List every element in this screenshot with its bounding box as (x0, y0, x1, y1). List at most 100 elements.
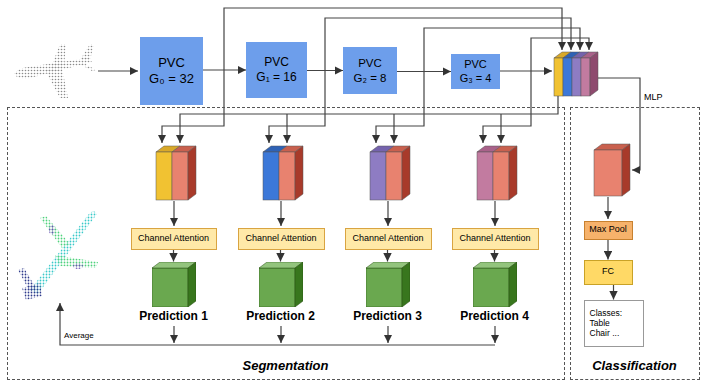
feature-stack (370, 146, 410, 200)
input-point-cloud (14, 44, 96, 98)
global-wire (393, 114, 394, 143)
box-label: Channel Attention (459, 233, 530, 244)
cube-side (509, 262, 517, 307)
slab (370, 152, 386, 200)
cube-icon (473, 262, 517, 307)
global-feature-stack (594, 144, 630, 196)
slab (263, 152, 279, 200)
feature-stack (156, 146, 196, 200)
feature-stack (263, 146, 303, 200)
slab (386, 152, 402, 200)
slab-side (622, 144, 630, 196)
global-wire (286, 114, 287, 143)
cube-front (152, 268, 188, 307)
engine-points (49, 225, 55, 235)
flow-arrow (280, 250, 281, 262)
top-feature-stack (554, 52, 598, 96)
slab-side (402, 146, 410, 200)
global-wire (180, 96, 558, 143)
tail-points (80, 44, 94, 60)
prediction-label: Prediction 3 (353, 309, 422, 323)
average-arrow (173, 326, 174, 343)
flow-arrow (494, 250, 495, 262)
average-arrow (494, 326, 495, 343)
slab (493, 152, 509, 200)
flow-arrow (173, 250, 174, 262)
average-arrow (280, 326, 281, 343)
fc-box: FC (584, 260, 633, 285)
cube-icon (152, 262, 196, 307)
box-label: Classes: Table Chair ... (590, 308, 623, 339)
cube-front (366, 268, 402, 307)
box-label: G₀ = 32 (149, 71, 194, 87)
prediction-cube: Prediction 2 (244, 262, 317, 324)
stack-arrow (494, 201, 495, 226)
box-label: G₂ = 8 (354, 71, 387, 85)
flow-arrow (307, 70, 343, 71)
region-title: Segmentation (243, 358, 329, 374)
annotation-label: Average (64, 331, 94, 341)
prediction-cube: Prediction 4 (458, 262, 531, 324)
slab-side (295, 146, 303, 200)
attention-box: Channel Attention (131, 228, 217, 250)
flow-arrow (607, 240, 608, 260)
slab (172, 152, 188, 200)
prediction-cube: Prediction 3 (351, 262, 424, 324)
slab (156, 152, 172, 200)
pool-box: Max Pool (584, 221, 633, 240)
cube-front (473, 268, 509, 307)
attention-box: Channel Attention (238, 228, 325, 250)
pvc-block: PVCG₀ = 32 (140, 37, 203, 105)
cube-icon (259, 262, 303, 307)
slab-side (509, 146, 517, 200)
slab-side (188, 146, 196, 200)
segmented-point-cloud (18, 211, 98, 300)
dashed-region: Classification Max PoolFC Classes: Table C… (570, 107, 700, 380)
stack-arrow (387, 201, 388, 226)
stack-arrow (280, 201, 281, 226)
wing-points (55, 255, 98, 268)
prediction-cube: Prediction 1 (137, 262, 210, 324)
slab-side (590, 52, 598, 96)
input-arrow (98, 70, 138, 71)
cube-side (402, 262, 410, 307)
box-label: Channel Attention (245, 233, 316, 244)
slab (572, 58, 581, 96)
classes-box: Classes: Table Chair ... (584, 300, 644, 347)
annotation-label: MLP (644, 92, 663, 103)
stack-arrow (173, 201, 174, 226)
cube-icon (366, 262, 410, 307)
flow-arrow (613, 285, 614, 300)
mlp-arrow (598, 78, 640, 170)
slab (581, 58, 590, 96)
pvc-block: PVCG₂ = 8 (343, 47, 397, 94)
box-label: PVC (264, 55, 289, 70)
attention-box: Channel Attention (452, 228, 539, 250)
tail-points (80, 62, 96, 71)
slab (279, 152, 295, 200)
prediction-label: Prediction 2 (246, 309, 315, 323)
cube-side (295, 262, 303, 307)
skip-wire (325, 18, 571, 71)
region-title: Classification (592, 358, 677, 374)
slab (594, 150, 622, 196)
slab (554, 58, 563, 96)
flow-arrow (203, 69, 246, 70)
box-label: G₃ = 4 (460, 72, 492, 86)
box-label: Channel Attention (352, 233, 423, 244)
skip-wire (424, 28, 580, 71)
global-wire (500, 114, 501, 143)
box-label: Max Pool (589, 224, 627, 235)
tail-points (18, 268, 36, 292)
cube-side (188, 262, 196, 307)
feature-stack (477, 146, 517, 200)
pvc-block: PVCG₃ = 4 (451, 54, 500, 89)
box-label: FC (602, 266, 614, 277)
attention-box: Channel Attention (345, 228, 432, 250)
wing-points (50, 44, 66, 70)
stack-arrow (607, 197, 608, 219)
wires (60, 8, 640, 345)
slab (563, 58, 572, 96)
